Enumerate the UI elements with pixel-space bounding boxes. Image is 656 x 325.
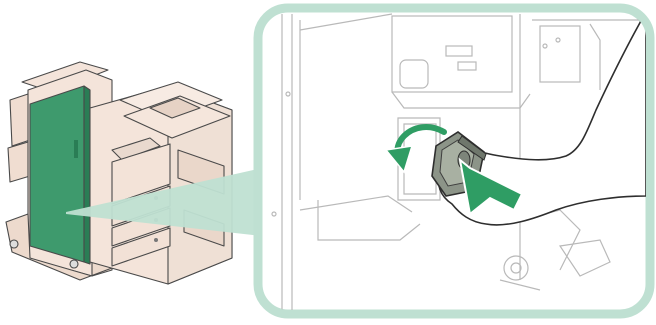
finisher-door <box>30 86 84 262</box>
callout-frame <box>258 8 650 314</box>
copier-machine <box>6 62 232 284</box>
